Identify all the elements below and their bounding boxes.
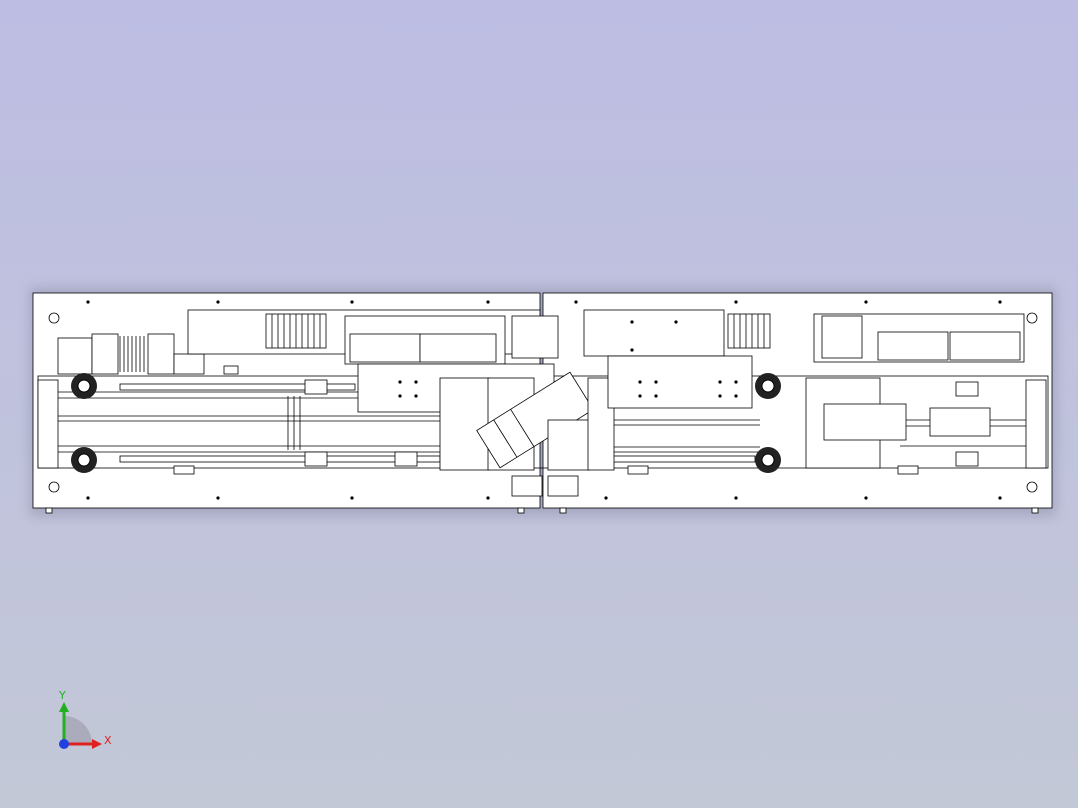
foot-bracket <box>173 465 195 475</box>
pulley[interactable] <box>71 447 97 473</box>
y-axis-label: Y <box>59 689 66 702</box>
foot-bracket <box>627 465 649 475</box>
rail-clamp <box>394 451 418 467</box>
rail-clamp <box>304 379 328 395</box>
pulley[interactable] <box>755 373 781 399</box>
module-carriage[interactable] <box>349 333 421 363</box>
rail-posts <box>287 396 301 450</box>
triad-arc <box>64 716 92 744</box>
y-axis-arrow <box>59 702 69 712</box>
view-triad[interactable] <box>59 702 102 749</box>
base-bracket <box>511 475 543 497</box>
tilted-cylinder[interactable] <box>476 371 594 469</box>
rail-clamp <box>955 451 979 467</box>
rail-clamp <box>304 451 328 467</box>
gripper-head[interactable] <box>511 315 559 359</box>
upper-guide-rail <box>119 383 356 391</box>
module-carriage[interactable] <box>419 333 497 363</box>
motor-fins <box>119 336 145 372</box>
coupling <box>173 353 205 375</box>
pulley[interactable] <box>71 373 97 399</box>
right-actuator[interactable] <box>823 403 907 441</box>
cable-chain-left <box>265 313 327 349</box>
module-carriage[interactable] <box>877 331 949 361</box>
right-lower-guide-rail <box>604 455 756 463</box>
sensor[interactable] <box>223 365 239 375</box>
left-motor-body[interactable] <box>91 333 119 375</box>
foot-bracket <box>897 465 919 475</box>
rail-clamp <box>955 381 979 397</box>
leveling-feet <box>45 507 1039 514</box>
belt-pulleys[interactable] <box>71 373 781 473</box>
center-mount-plate <box>607 355 753 409</box>
center-top-plate[interactable] <box>583 309 725 357</box>
right-end-block <box>1025 379 1047 469</box>
gearbox[interactable] <box>147 333 175 375</box>
left-motor-housing[interactable] <box>57 337 93 375</box>
module-carriage[interactable] <box>949 331 1021 361</box>
mounting-holes <box>48 312 1038 493</box>
base-bracket <box>547 475 579 497</box>
clamp-column-left[interactable] <box>439 377 491 471</box>
bolt-holes <box>86 300 1002 500</box>
right-gripper-head[interactable] <box>821 315 863 359</box>
end-stop <box>929 407 991 437</box>
x-axis-arrow <box>92 739 102 749</box>
lower-guide-rail <box>119 455 441 463</box>
machine-assembly[interactable] <box>32 292 1053 509</box>
x-axis-label: X <box>104 734 112 747</box>
pulley[interactable] <box>755 447 781 473</box>
cable-chain-right <box>727 313 771 349</box>
left-end-block <box>37 379 59 469</box>
clamp-column-right[interactable] <box>547 419 591 471</box>
z-axis-dot <box>59 739 69 749</box>
